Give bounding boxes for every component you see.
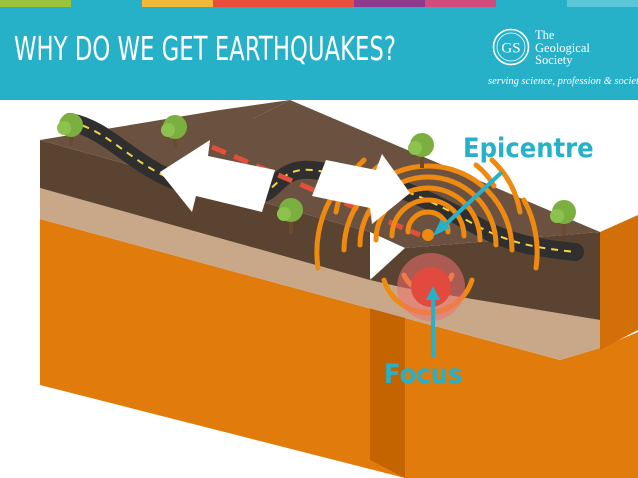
ground-surface-far	[220, 100, 290, 120]
rock-layer-front	[40, 188, 405, 318]
stripe-segment	[0, 0, 71, 7]
stripe-segment	[283, 0, 355, 7]
focus-glow-inner	[411, 267, 451, 307]
tree-icon	[277, 198, 303, 234]
stripe-segment	[425, 0, 497, 7]
left-motion-arrow	[160, 140, 275, 212]
logo-name-line: Society	[535, 53, 573, 67]
fault-line	[211, 144, 421, 238]
earthquake-diagram	[40, 100, 638, 478]
epicentre-pointer-head	[433, 219, 450, 236]
stripe-segment	[354, 0, 426, 7]
right-motion-arrow	[312, 154, 410, 224]
stripe-segment	[567, 0, 638, 7]
epicentre-pointer-line	[443, 170, 504, 227]
tree-icon	[161, 115, 187, 148]
focus-label: Focus	[384, 359, 463, 390]
ground-surface-right	[250, 100, 600, 248]
epicentre-marker	[422, 229, 434, 241]
deep-layer-front	[40, 219, 405, 478]
logo-tagline: serving science, profession & society	[488, 76, 638, 87]
soil-front	[40, 140, 370, 280]
deep-layer-front-right	[405, 318, 638, 478]
top-color-stripe	[0, 0, 638, 7]
stripe-segment	[496, 0, 568, 7]
tree-icon	[408, 133, 434, 168]
tree-icon	[57, 113, 83, 146]
logo-name-line: Geological	[535, 40, 590, 55]
stripe-segment	[212, 0, 284, 7]
focus-pointer-head	[426, 286, 440, 300]
stripe-segment	[70, 0, 142, 7]
header-banner	[0, 7, 638, 100]
tree-icon	[550, 200, 576, 236]
fault-step-face	[370, 278, 405, 478]
logo-name: The Geological Society	[535, 29, 615, 67]
deep-layer-side	[600, 215, 638, 350]
logo-monogram: GS	[501, 41, 520, 57]
road-centre-line	[69, 121, 576, 253]
logo-name-line: The	[535, 28, 555, 42]
stripe-segment	[141, 0, 213, 7]
page-title: WHY DO WE GET EARTHQUAKES?	[14, 29, 396, 68]
geological-society-logo-icon: GS	[492, 28, 530, 66]
epicentre-label: Epicentre	[463, 133, 594, 164]
